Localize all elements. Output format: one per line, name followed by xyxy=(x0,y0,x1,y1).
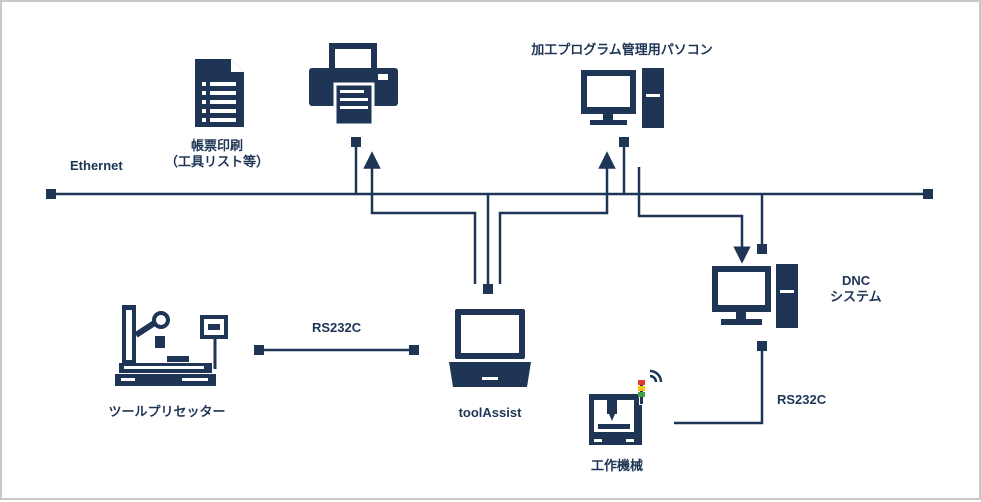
rs232c-label-machine: RS232C xyxy=(777,392,827,407)
tool-presetter-icon xyxy=(115,305,228,386)
flow-to-dnc xyxy=(637,167,751,264)
document-icon xyxy=(195,59,244,127)
dnc-port-bottom xyxy=(757,341,767,351)
cam-pc-label: 加工プログラム管理用パソコン xyxy=(531,42,713,57)
report-label-line2: （工具リスト等） xyxy=(164,154,269,169)
presetter-label: ツールプリセッター xyxy=(108,404,226,419)
desktop-pc-icon xyxy=(581,68,664,128)
laptop-icon xyxy=(449,309,531,387)
dnc-pc-icon xyxy=(712,264,798,328)
backbone-end-right xyxy=(923,189,933,199)
machine-tool-icon xyxy=(589,369,663,445)
cam-pc-port xyxy=(619,137,629,147)
flow-to-printer xyxy=(363,151,477,284)
dnc-label-line2: システム xyxy=(830,289,882,304)
printer-icon xyxy=(309,43,398,127)
rs232c-end-presetter xyxy=(254,345,264,355)
backbone-end-left xyxy=(46,189,56,199)
flow-to-cam-pc xyxy=(498,151,616,284)
ethernet-label: Ethernet xyxy=(70,158,123,173)
tool-assist-port xyxy=(483,284,493,294)
rs232c-link-machine xyxy=(674,346,764,425)
tool-assist-label: toolAssist xyxy=(458,405,522,420)
rs232c-end-laptop xyxy=(409,345,419,355)
dnc-port-top xyxy=(757,244,767,254)
machine-label: 工作機械 xyxy=(590,458,643,473)
report-label: 帳票印刷 （工具リスト等） xyxy=(152,138,282,170)
report-label-line1: 帳票印刷 xyxy=(190,138,243,153)
dnc-label-line1: DNC xyxy=(842,273,871,288)
rs232c-label-presetter: RS232C xyxy=(312,320,362,335)
printer-port xyxy=(351,137,361,147)
dnc-label: DNC システム xyxy=(830,273,882,305)
